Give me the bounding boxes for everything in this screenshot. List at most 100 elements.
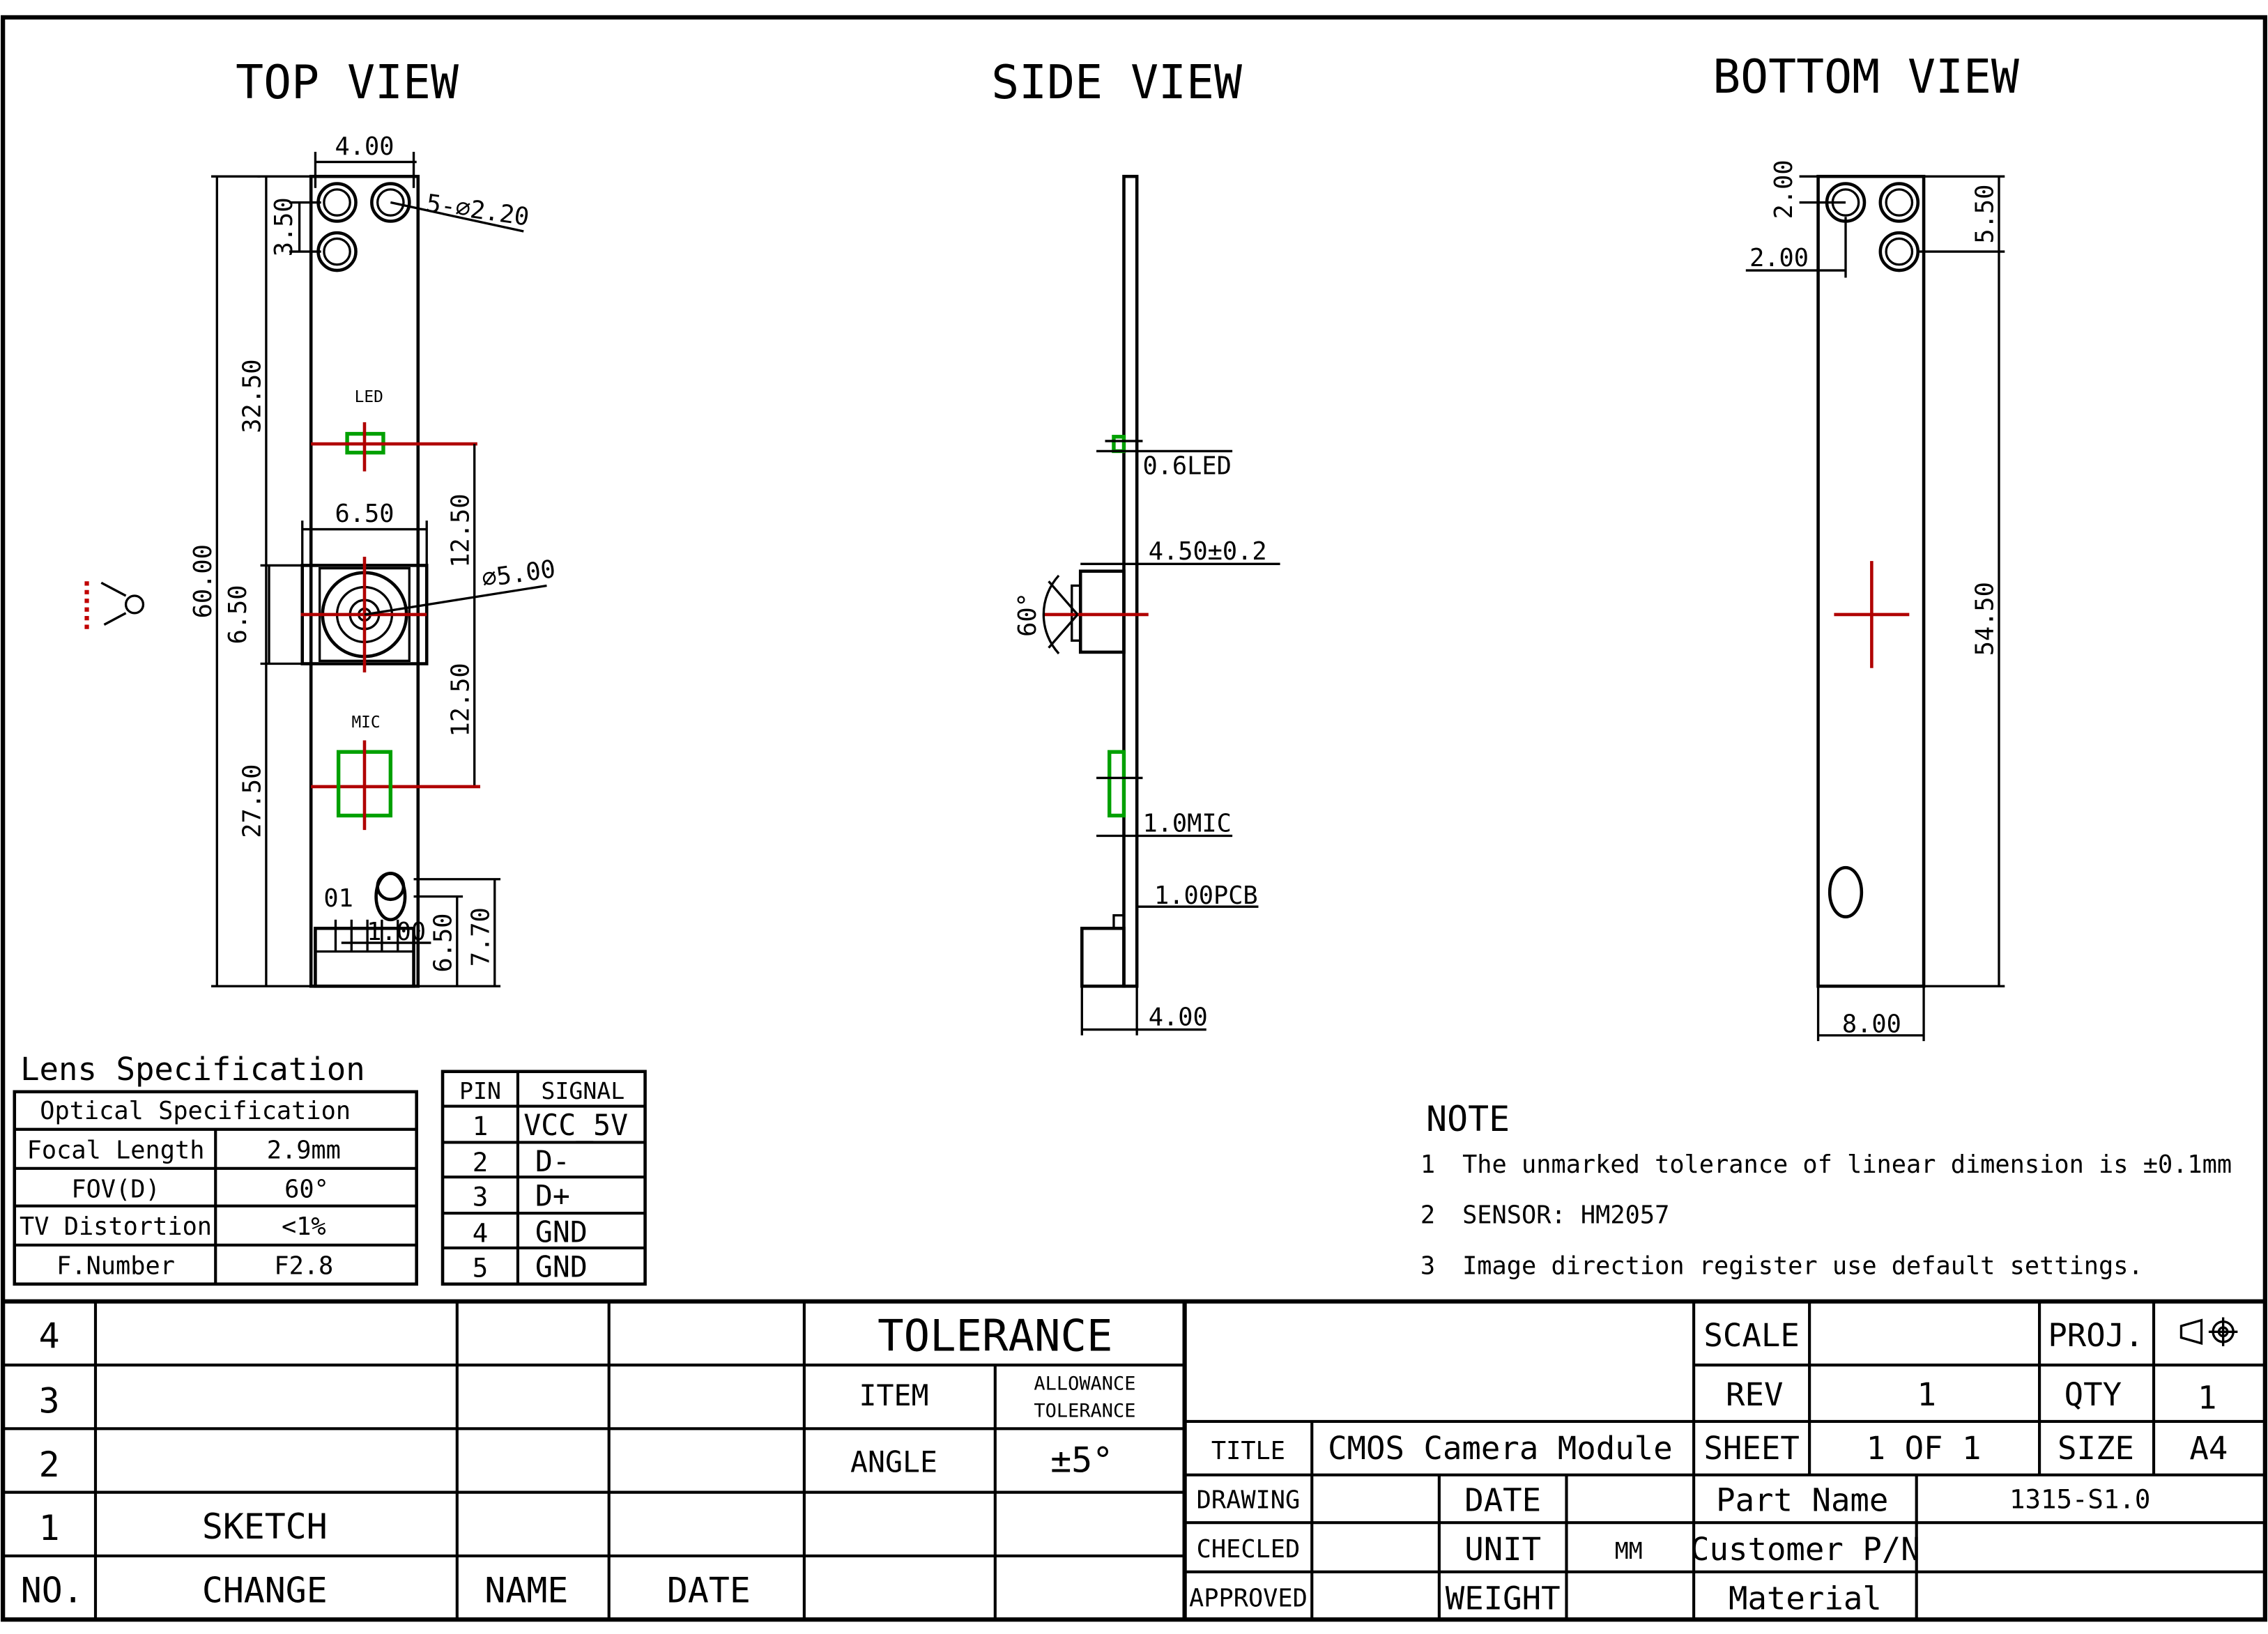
header-date: DATE: [667, 1570, 751, 1610]
dim-hole-diameter: 5-⌀2.20: [424, 189, 531, 231]
notes-title: NOTE: [1426, 1099, 1510, 1139]
dim-hole-spacing: 4.00: [335, 132, 394, 161]
pin-number: 1: [473, 1111, 488, 1141]
pin-table: PIN SIGNAL 1 VCC_5V 2 D- 3 D+ 4 GND 5 GN…: [440, 1070, 647, 1286]
pin1-marker: 01: [323, 884, 353, 913]
dim-total-length: 60.00: [189, 544, 217, 618]
pin-number: 2: [473, 1147, 488, 1178]
lens-spec-label: TV Distortion: [20, 1212, 212, 1241]
dim-conn-length: 7.70: [466, 907, 495, 966]
orientation-figure-icon: [84, 581, 145, 631]
customer-pn-label: Customer P/N: [1690, 1531, 1920, 1568]
unit-value: MM: [1615, 1537, 1643, 1564]
side-fov-angle: 60°: [1013, 592, 1042, 637]
lens-spec-value: <1%: [282, 1212, 326, 1241]
pin-signal: GND: [535, 1215, 588, 1249]
side-led-height: 0.6LED: [1142, 452, 1231, 481]
projection-symbol-icon: [2179, 1317, 2238, 1347]
note-text: The unmarked tolerance of linear dimensi…: [1462, 1150, 2232, 1179]
lens-spec-title: Lens Specification: [20, 1051, 365, 1088]
bottom-slot-hole: [1828, 865, 1864, 918]
date-label: DATE: [1464, 1482, 1541, 1519]
lens-spec-label: Focal Length: [27, 1136, 205, 1164]
top-view: 4.00 5-⌀2.20 3.50 32.50 60.00 27.50 LED …: [189, 132, 558, 988]
projection-label: PROJ.: [2048, 1317, 2143, 1354]
side-mic-height: 1.0MIC: [1142, 809, 1231, 838]
title-value: CMOS Camera Module: [1328, 1430, 1673, 1467]
side-view: 0.6LED 4.50±0.2 60° 1.0MIC 1.00PCB 4.00: [1013, 174, 1280, 1035]
mic-label: MIC: [351, 714, 380, 732]
approved-label: APPROVED: [1189, 1585, 1308, 1613]
revision-number: 1: [39, 1508, 60, 1548]
tolerance-allowance-header: ALLOWANCE: [1034, 1373, 1135, 1394]
side-lens-height: 4.50±0.2: [1149, 537, 1267, 566]
material-label: Material: [1729, 1580, 1882, 1617]
dim-lens-height: 6.50: [224, 585, 252, 645]
bottom-view-title: BOTTOM VIEW: [1713, 49, 2019, 104]
lens-spec-value: F2.8: [274, 1251, 333, 1280]
header-name: NAME: [484, 1570, 568, 1610]
dim-lens-diameter: ⌀5.00: [480, 555, 558, 593]
dim-lens-to-mic: 12.50: [446, 663, 475, 737]
pin-number: 3: [473, 1182, 488, 1212]
pin-number: 5: [473, 1252, 488, 1283]
lens-spec-value: 2.9mm: [267, 1136, 341, 1164]
side-pcb-thickness: 1.00PCB: [1154, 881, 1258, 910]
lens-spec-label: FOV(D): [71, 1175, 160, 1203]
notes-block: NOTE 1 The unmarked tolerance of linear …: [1420, 1099, 2232, 1280]
unit-label: UNIT: [1464, 1531, 1541, 1568]
header-change: CHANGE: [202, 1570, 328, 1610]
bottom-dim-hole-top: 2.00: [1770, 160, 1798, 219]
revision-number: 4: [39, 1316, 60, 1356]
dim-hole-to-edge: 6.50: [429, 914, 457, 973]
size-value: A4: [2189, 1430, 2228, 1467]
tolerance-item-header: ITEM: [859, 1378, 929, 1412]
lens-spec-header: Optical Specification: [40, 1097, 351, 1125]
pin-number: 4: [473, 1218, 488, 1249]
signal-header: SIGNAL: [541, 1077, 625, 1104]
pin-signal: D-: [535, 1144, 570, 1178]
bottom-view: 2.00 2.00 5.50 54.50 8.00: [1745, 160, 2005, 1042]
side-connector-height: 4.00: [1149, 1003, 1208, 1031]
bottom-dim-hole-offset: 5.50: [1971, 185, 2000, 244]
side-mic: [1108, 750, 1126, 818]
note-text: SENSOR: HM2057: [1462, 1201, 1669, 1230]
checked-label: CHECLED: [1197, 1535, 1301, 1564]
pin-signal: VCC_5V: [523, 1108, 628, 1142]
side-pcb-outline: [1122, 174, 1139, 988]
tolerance-angle-label: ANGLE: [850, 1445, 937, 1479]
bottom-dim-width: 8.00: [1842, 1010, 1901, 1039]
dim-led-to-lens: 12.50: [446, 494, 475, 568]
part-name-label: Part Name: [1716, 1482, 1888, 1519]
top-view-title: TOP VIEW: [236, 55, 459, 109]
revision-number: 3: [39, 1380, 60, 1421]
tolerance-angle-value: ±5°: [1050, 1440, 1113, 1481]
bottom-dim-length: 54.50: [1971, 582, 2000, 656]
tolerance-title: TOLERANCE: [878, 1310, 1112, 1361]
drawing-frame: [1, 15, 2267, 1622]
revision-number: 2: [39, 1444, 60, 1485]
sheet-label: SHEET: [1703, 1430, 1799, 1467]
side-view-title: SIDE VIEW: [991, 55, 1242, 109]
revision-change: SKETCH: [202, 1506, 328, 1547]
dim-lens-width: 6.50: [335, 500, 394, 528]
qty-label: QTY: [2064, 1376, 2122, 1413]
note-text: Image direction register use default set…: [1462, 1251, 2143, 1280]
top-mounting-holes: [316, 182, 411, 272]
rev-label: REV: [1726, 1376, 1783, 1413]
pin-signal: D+: [535, 1179, 570, 1213]
note-number: 3: [1420, 1251, 1435, 1280]
lens-spec-label: F.Number: [56, 1251, 175, 1280]
slot-hole: [374, 872, 407, 922]
bottom-mounting-holes: [1825, 182, 1920, 272]
pin-signal: GND: [535, 1249, 588, 1284]
pin-header: PIN: [459, 1077, 501, 1104]
note-number: 1: [1420, 1150, 1435, 1179]
tolerance-allowance-header-2: TOLERANCE: [1034, 1401, 1135, 1422]
side-led: [1112, 435, 1126, 454]
usb-connector: [314, 927, 415, 988]
title-label: TITLE: [1211, 1437, 1285, 1465]
dim-lens-to-bottom: 27.50: [238, 764, 267, 838]
weight-label: WEIGHT: [1446, 1580, 1561, 1617]
